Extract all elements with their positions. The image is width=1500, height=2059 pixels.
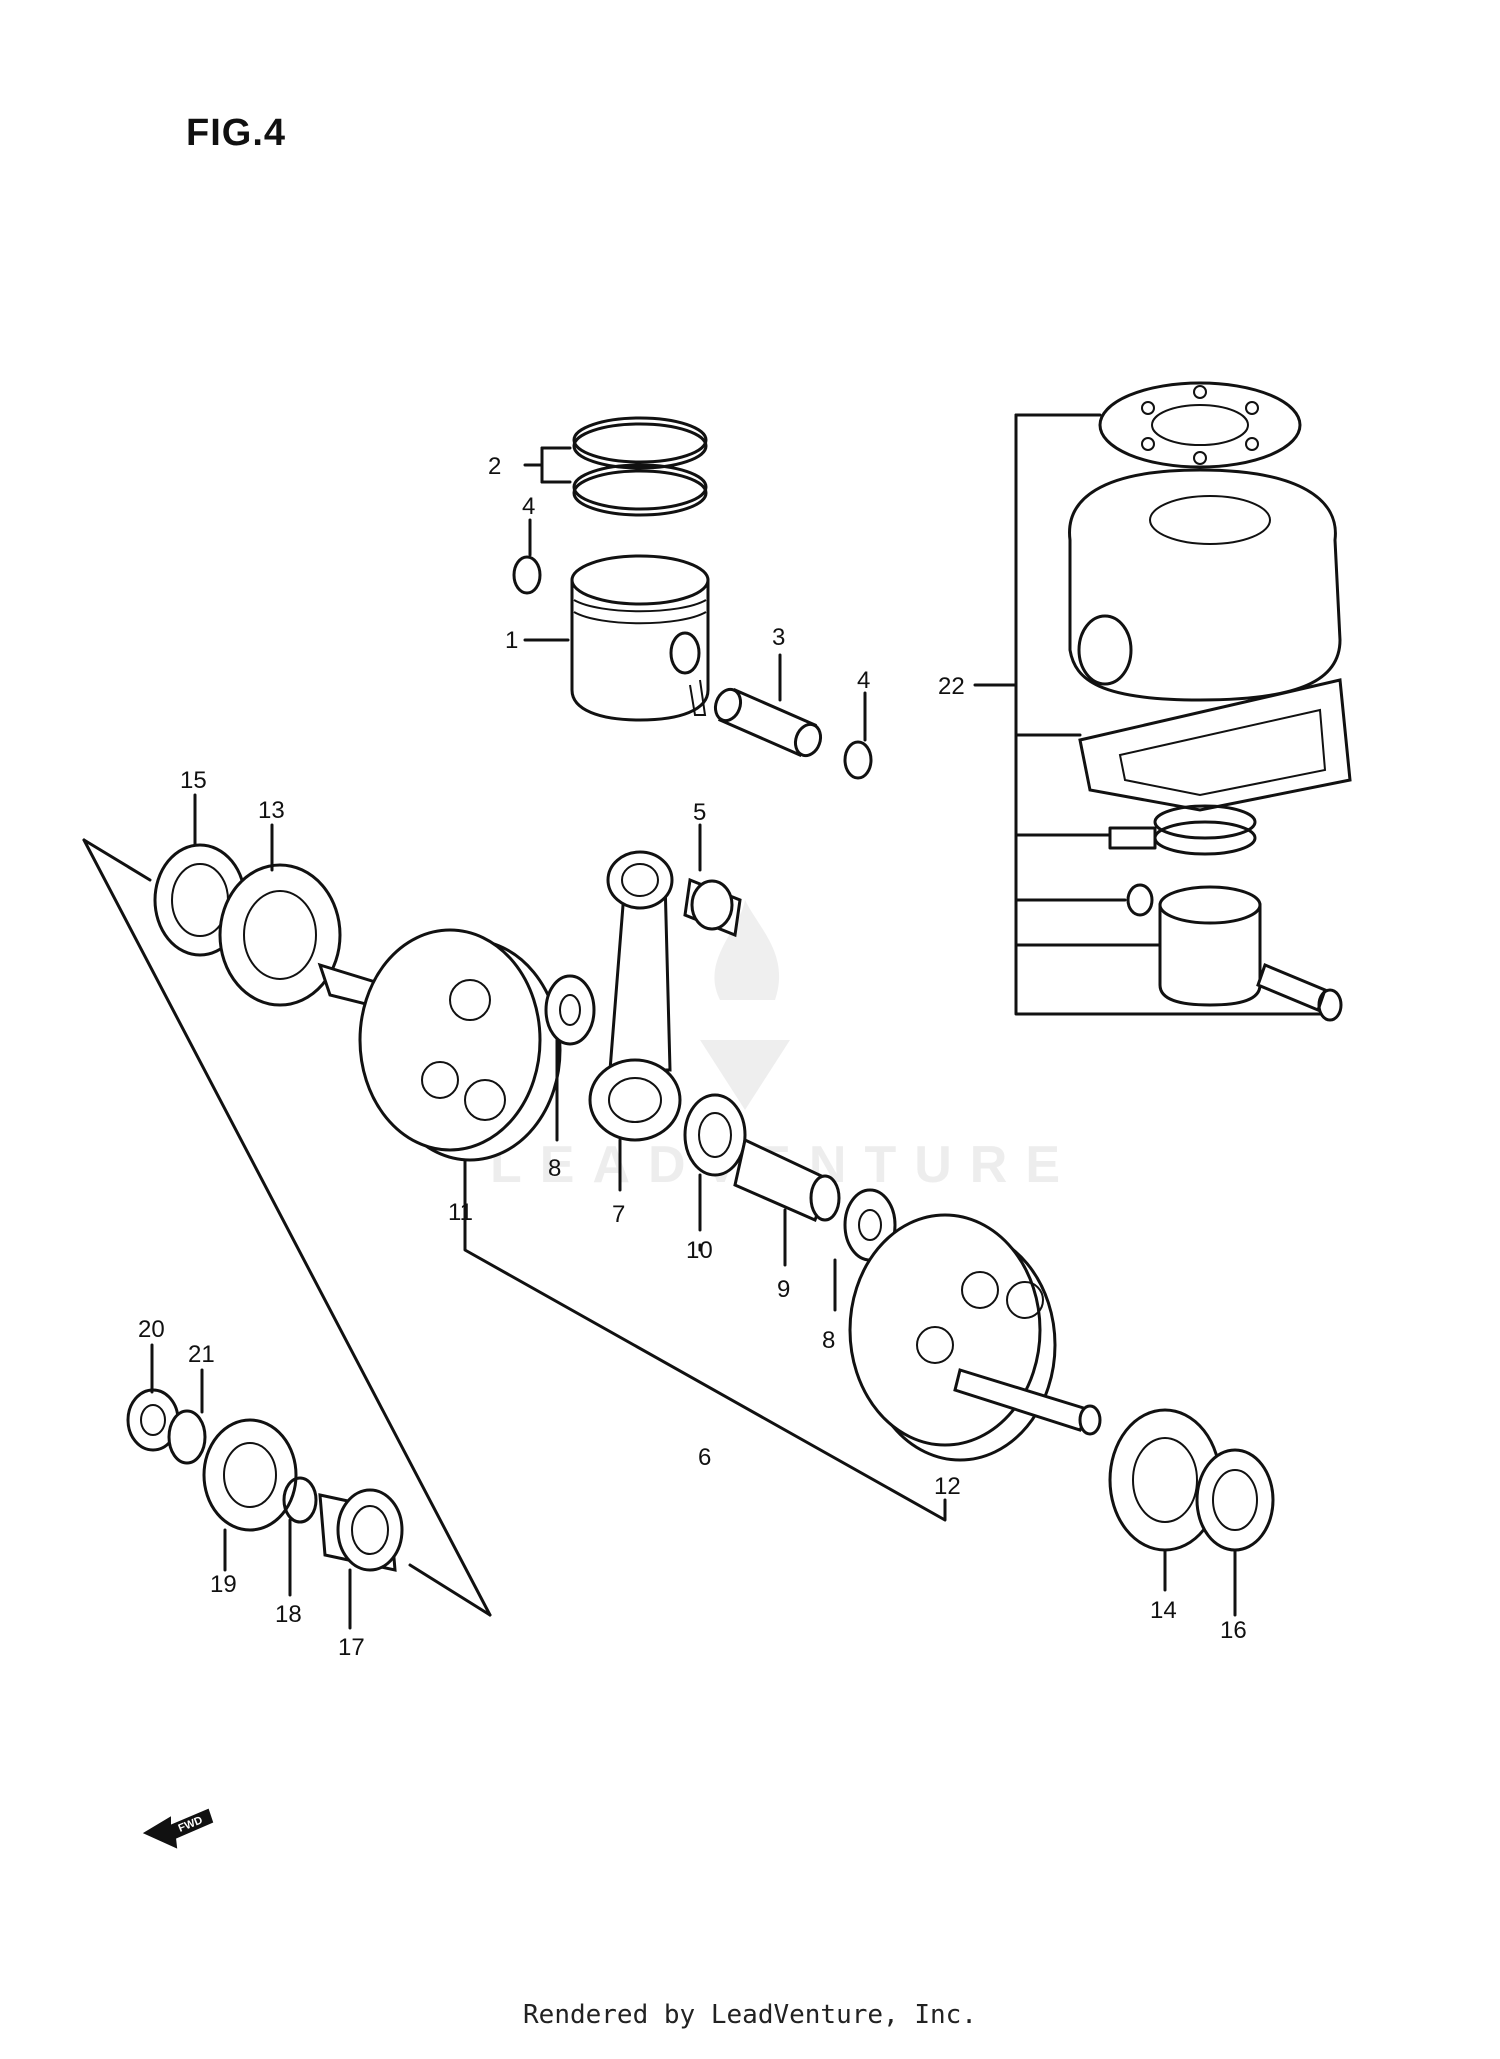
circlips-upper	[512, 555, 873, 780]
left-seal-bearing	[153, 843, 342, 1007]
callout-c22: 22	[938, 673, 965, 700]
callout-c4b: 4	[857, 667, 870, 694]
callout-c6: 6	[698, 1444, 711, 1471]
callout-c9: 9	[777, 1276, 790, 1303]
callout-c20: 20	[138, 1316, 165, 1343]
callout-c16: 16	[1220, 1617, 1247, 1644]
leader-lines	[82, 446, 1237, 1630]
callout-c13: 13	[258, 797, 285, 824]
crank-web-right	[848, 1213, 1102, 1462]
callout-c2: 2	[488, 453, 501, 480]
callout-c12: 12	[934, 1473, 961, 1500]
callout-c3: 3	[772, 624, 785, 651]
callout-c19: 19	[210, 1571, 237, 1598]
connecting-rod	[588, 850, 742, 1142]
piston-pin	[713, 687, 823, 758]
callout-c7: 7	[612, 1201, 625, 1228]
crank-web-left	[317, 928, 596, 1162]
callout-c14: 14	[1150, 1597, 1177, 1624]
callout-labels: 1 2 3 4 4 5 6 7 8 8 9 10 11 12 13 14 15 …	[138, 453, 1247, 1661]
callout-c18: 18	[275, 1601, 302, 1628]
callout-c21: 21	[188, 1341, 215, 1368]
footer-credit: Rendered by LeadVenture, Inc.	[523, 2000, 977, 2030]
callout-c10: 10	[686, 1237, 713, 1264]
callout-c8a: 8	[548, 1155, 561, 1182]
cylinder-kit	[973, 381, 1352, 1022]
callout-c5: 5	[693, 799, 706, 826]
piston	[570, 554, 710, 722]
callout-c8b: 8	[822, 1327, 835, 1354]
watermark-logo: LEADVENTURE	[490, 900, 1060, 1194]
callout-c17: 17	[338, 1634, 365, 1661]
right-bearing-seal	[1108, 1408, 1275, 1552]
figure-title: FIG.4	[186, 112, 287, 154]
callout-c4a: 4	[522, 493, 535, 520]
callout-c11: 11	[448, 1199, 473, 1226]
fwd-arrow-icon: FWD	[142, 1808, 214, 1849]
gear-group	[126, 1388, 404, 1572]
callout-c1: 1	[505, 627, 518, 654]
piston-rings	[572, 416, 708, 517]
callout-c15: 15	[180, 767, 207, 794]
